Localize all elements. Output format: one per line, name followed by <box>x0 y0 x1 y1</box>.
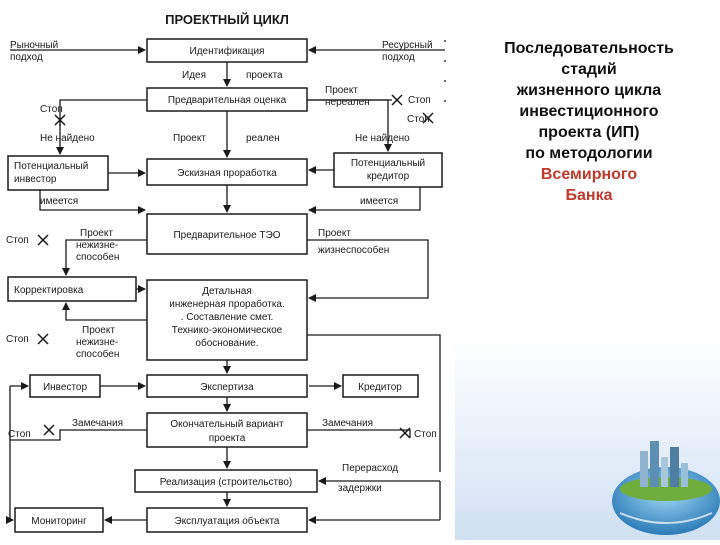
exists-left: имеется <box>40 196 78 207</box>
project-label-2: Проект <box>173 133 206 144</box>
right-info-panel: Последовательность стадий жизненного цик… <box>455 0 720 540</box>
market-approach-line1: Рыночный <box>10 40 58 51</box>
identification-label: Идентификация <box>190 45 265 57</box>
viable-line1: Проект <box>318 228 351 239</box>
nonviable-a-line3: способен <box>76 251 119 263</box>
correction-label: Корректировка <box>14 285 84 296</box>
panel-title-line-3: жизненного цикла <box>516 82 662 99</box>
detailed-line4: Технико-экономическое <box>172 325 283 336</box>
idea-label: Идея <box>182 70 206 81</box>
overrun-line2: задержки <box>338 483 382 494</box>
globe-city-decoration <box>612 441 720 535</box>
sketch-label: Эскизная проработка <box>177 167 277 179</box>
nonviable-a-line1: Проект <box>80 228 113 239</box>
nonviable-b-line1: Проект <box>82 325 115 336</box>
resource-approach-line2: подход <box>382 52 415 63</box>
creditor-box <box>342 374 419 398</box>
monitoring-box <box>14 507 104 533</box>
realization-label: Реализация (строительство) <box>160 477 292 488</box>
panel-title-line-1: Последовательность <box>504 40 674 57</box>
remarks-right: Замечания <box>322 418 373 429</box>
viable-line2: жизнеспособен <box>318 244 389 256</box>
panel-title-line-2: стадий <box>561 61 617 78</box>
resource-approach-line1: Ресурсный <box>382 40 433 51</box>
stop-label-5: Стоп <box>6 334 29 345</box>
potential-creditor-line2: кредитор <box>367 171 410 182</box>
not-found-left: Не найдено <box>40 133 95 144</box>
realization-box <box>134 469 318 493</box>
stop-label-4: Стоп <box>6 235 29 246</box>
project-cycle-diagram: ПРОЕКТНЫЙ ЦИКЛ Рыночный подход Ресурсный… <box>6 12 446 533</box>
panel-title-line-6: по методологии <box>525 145 653 162</box>
real-label: реален <box>246 133 280 144</box>
project-label: проекта <box>246 70 283 81</box>
investor-label: Инвестор <box>43 382 88 393</box>
stop-label-7: Стоп <box>414 429 437 440</box>
panel-accent-line-2: Банка <box>565 187 613 204</box>
prefs-label: Предварительное ТЭО <box>173 230 280 241</box>
stop-label-2: Стоп <box>40 104 63 115</box>
potential-investor-line2: инвестор <box>14 174 57 185</box>
market-approach-line2: подход <box>10 52 43 63</box>
stop-label-3: Стоп <box>407 114 430 125</box>
unreal-line2: нереален <box>325 97 370 108</box>
flowchart: ПРОЕКТНЫЙ ЦИКЛ Рыночный подход Ресурсный… <box>6 12 446 533</box>
detailed-line2: инженерная проработка. <box>169 298 285 310</box>
nonviable-b-line2: нежизне- <box>76 337 118 348</box>
nonviable-b-line3: способен <box>76 348 119 360</box>
exists-right: имеется <box>360 196 398 207</box>
remarks-left: Замечания <box>72 418 123 429</box>
stop-label-6: Стоп <box>8 429 31 440</box>
nonviable-a-line2: нежизне- <box>76 240 118 251</box>
not-found-right: Не найдено <box>355 133 410 144</box>
panel-accent-line-1: Всемирного <box>540 166 638 183</box>
potential-investor-line1: Потенциальный <box>14 161 88 172</box>
detailed-line5: обоснование. <box>195 337 258 349</box>
panel-title: Последовательность стадий жизненного цик… <box>469 38 709 206</box>
monitoring-label: Мониторинг <box>31 516 87 527</box>
final-line2: проекта <box>209 433 246 444</box>
prefeasibility-box <box>146 213 308 255</box>
overrun-line1: Перерасход <box>342 463 398 474</box>
final-line1: Окончательный вариант <box>170 419 284 430</box>
creditor-label: Кредитор <box>358 382 402 393</box>
potential-creditor-line1: Потенциальный <box>351 158 425 169</box>
panel-title-line-5: проекта (ИП) <box>538 124 640 141</box>
operation-label: Эксплуатация объекта <box>175 515 280 527</box>
detailed-line1: Детальная <box>202 286 252 297</box>
diagram-title: ПРОЕКТНЫЙ ЦИКЛ <box>165 12 289 27</box>
prelim-label: Предварительная оценка <box>168 95 287 106</box>
detailed-line3: . Составление смет. <box>181 312 274 323</box>
panel-title-line-4: инвестиционного <box>519 103 659 120</box>
expertise-label: Экспертиза <box>200 382 254 393</box>
unreal-line1: Проект <box>325 85 358 96</box>
stop-label-1: Стоп <box>408 95 431 106</box>
